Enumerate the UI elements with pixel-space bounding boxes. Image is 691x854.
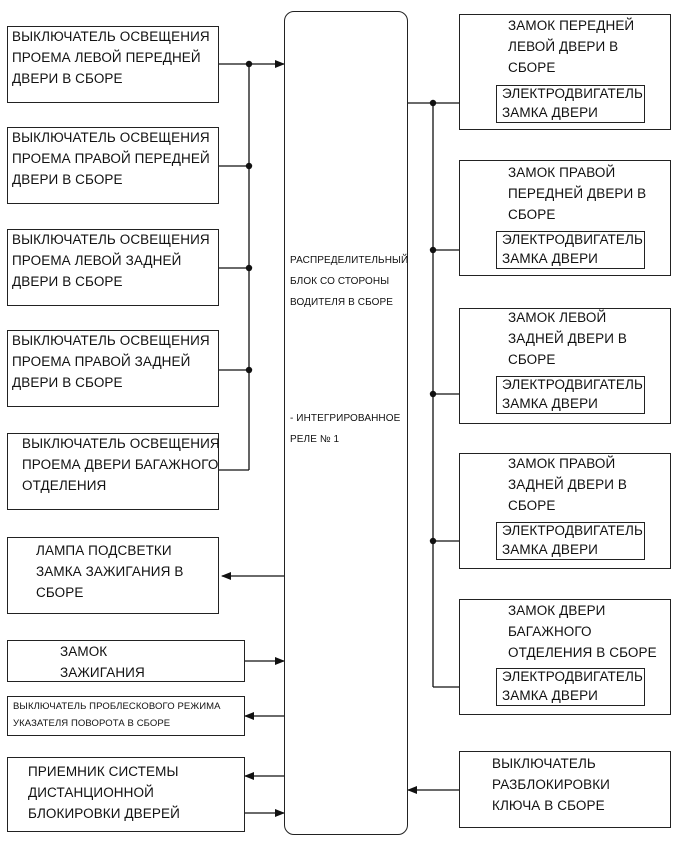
switch-label-right-front: ВЫКЛЮЧАТЕЛЬ ОСВЕЩЕНИЯ ПРОЕМА ПРАВОЙ ПЕРЕ…: [12, 130, 210, 187]
door-lock-label-left-rear: ЗАМОК ЛЕВОЙ ЗАДНЕЙ ДВЕРИ В СБОРЕ: [508, 310, 627, 367]
motor-box-right-rear: [496, 522, 645, 560]
motor-label-right-front: ЭЛЕКТРОДВИГАТЕЛЬ ЗАМКА ДВЕРИ: [502, 232, 643, 266]
remote-receiver-label: ПРИЕМНИК СИСТЕМЫ ДИСТАНЦИОННОЙ БЛОКИРОВК…: [28, 764, 180, 821]
junction-dot: [429, 537, 437, 545]
junction-dot: [245, 162, 253, 170]
motor-label-trunk: ЭЛЕКТРОДВИГАТЕЛЬ ЗАМКА ДВЕРИ: [502, 669, 643, 703]
door-lock-label-left-front: ЗАМОК ПЕРЕДНЕЙ ЛЕВОЙ ДВЕРИ В СБОРЕ: [508, 18, 635, 75]
key-unlock-switch-box: [459, 751, 671, 828]
door-lock-label-right-rear: ЗАМОК ПРАВОЙ ЗАДНЕЙ ДВЕРИ В СБОРЕ: [508, 456, 627, 513]
flasher-switch-box: [7, 696, 245, 736]
motor-box-left-front: [496, 85, 645, 123]
distribution-block-title: РАСПРЕДЕЛИТЕЛЬНЫЙ БЛОК СО СТОРОНЫ ВОДИТЕ…: [290, 255, 409, 308]
junction-dot: [429, 99, 437, 107]
motor-box-left-rear: [496, 376, 645, 414]
ignition-lock-label: ЗАМОК ЗАЖИГАНИЯ: [60, 644, 145, 680]
ignition-lock-box: [7, 640, 245, 682]
switch-box-right-front: [7, 127, 219, 204]
flasher-switch-label: ВЫКЛЮЧАТЕЛЬ ПРОБЛЕСКОВОГО РЕЖИМА УКАЗАТЕ…: [13, 701, 221, 729]
door-lock-label-trunk: ЗАМОК ДВЕРИ БАГАЖНОГО ОТДЕЛЕНИЯ В СБОРЕ: [508, 603, 657, 660]
junction-dot: [245, 60, 253, 68]
key-unlock-switch-label: ВЫКЛЮЧАТЕЛЬ РАЗБЛОКИРОВКИ КЛЮЧА В СБОРЕ: [492, 756, 610, 813]
switch-label-left-rear: ВЫКЛЮЧАТЕЛЬ ОСВЕЩЕНИЯ ПРОЕМА ЛЕВОЙ ЗАДНЕ…: [12, 232, 210, 289]
switch-box-right-rear: [7, 330, 219, 407]
door-lock-label-right-front: ЗАМОК ПРАВОЙ ПЕРЕДНЕЙ ДВЕРИ В СБОРЕ: [508, 165, 647, 222]
switch-label-right-rear: ВЫКЛЮЧАТЕЛЬ ОСВЕЩЕНИЯ ПРОЕМА ПРАВОЙ ЗАДН…: [12, 333, 210, 390]
distribution-block: [284, 11, 408, 835]
ignition-lamp-label: ЛАМПА ПОДСВЕТКИ ЗАМКА ЗАЖИГАНИЯ В СБОРЕ: [36, 543, 184, 600]
motor-label-left-front: ЭЛЕКТРОДВИГАТЕЛЬ ЗАМКА ДВЕРИ: [502, 86, 643, 120]
integrated-relay-note: - ИНТЕГРИРОВАННОЕ РЕЛЕ № 1: [290, 413, 401, 445]
motor-box-right-front: [496, 231, 645, 269]
junction-dot: [429, 246, 437, 254]
junction-dot: [245, 264, 253, 272]
motor-box-trunk: [496, 668, 645, 706]
junction-dot: [429, 390, 437, 398]
switch-label-left-front: ВЫКЛЮЧАТЕЛЬ ОСВЕЩЕНИЯ ПРОЕМА ЛЕВОЙ ПЕРЕД…: [12, 29, 210, 86]
remote-receiver-box: [7, 757, 245, 832]
motor-label-right-rear: ЭЛЕКТРОДВИГАТЕЛЬ ЗАМКА ДВЕРИ: [502, 523, 643, 557]
motor-label-left-rear: ЭЛЕКТРОДВИГАТЕЛЬ ЗАМКА ДВЕРИ: [502, 377, 643, 411]
switch-box-left-rear: [7, 229, 219, 306]
switch-label-trunk: ВЫКЛЮЧАТЕЛЬ ОСВЕЩЕНИЯ ПРОЕМА ДВЕРИ БАГАЖ…: [22, 436, 220, 493]
ignition-lamp-box: [7, 537, 219, 614]
junction-dot: [245, 366, 253, 374]
switch-box-trunk: [7, 433, 219, 510]
switch-box-left-front: [7, 26, 219, 103]
